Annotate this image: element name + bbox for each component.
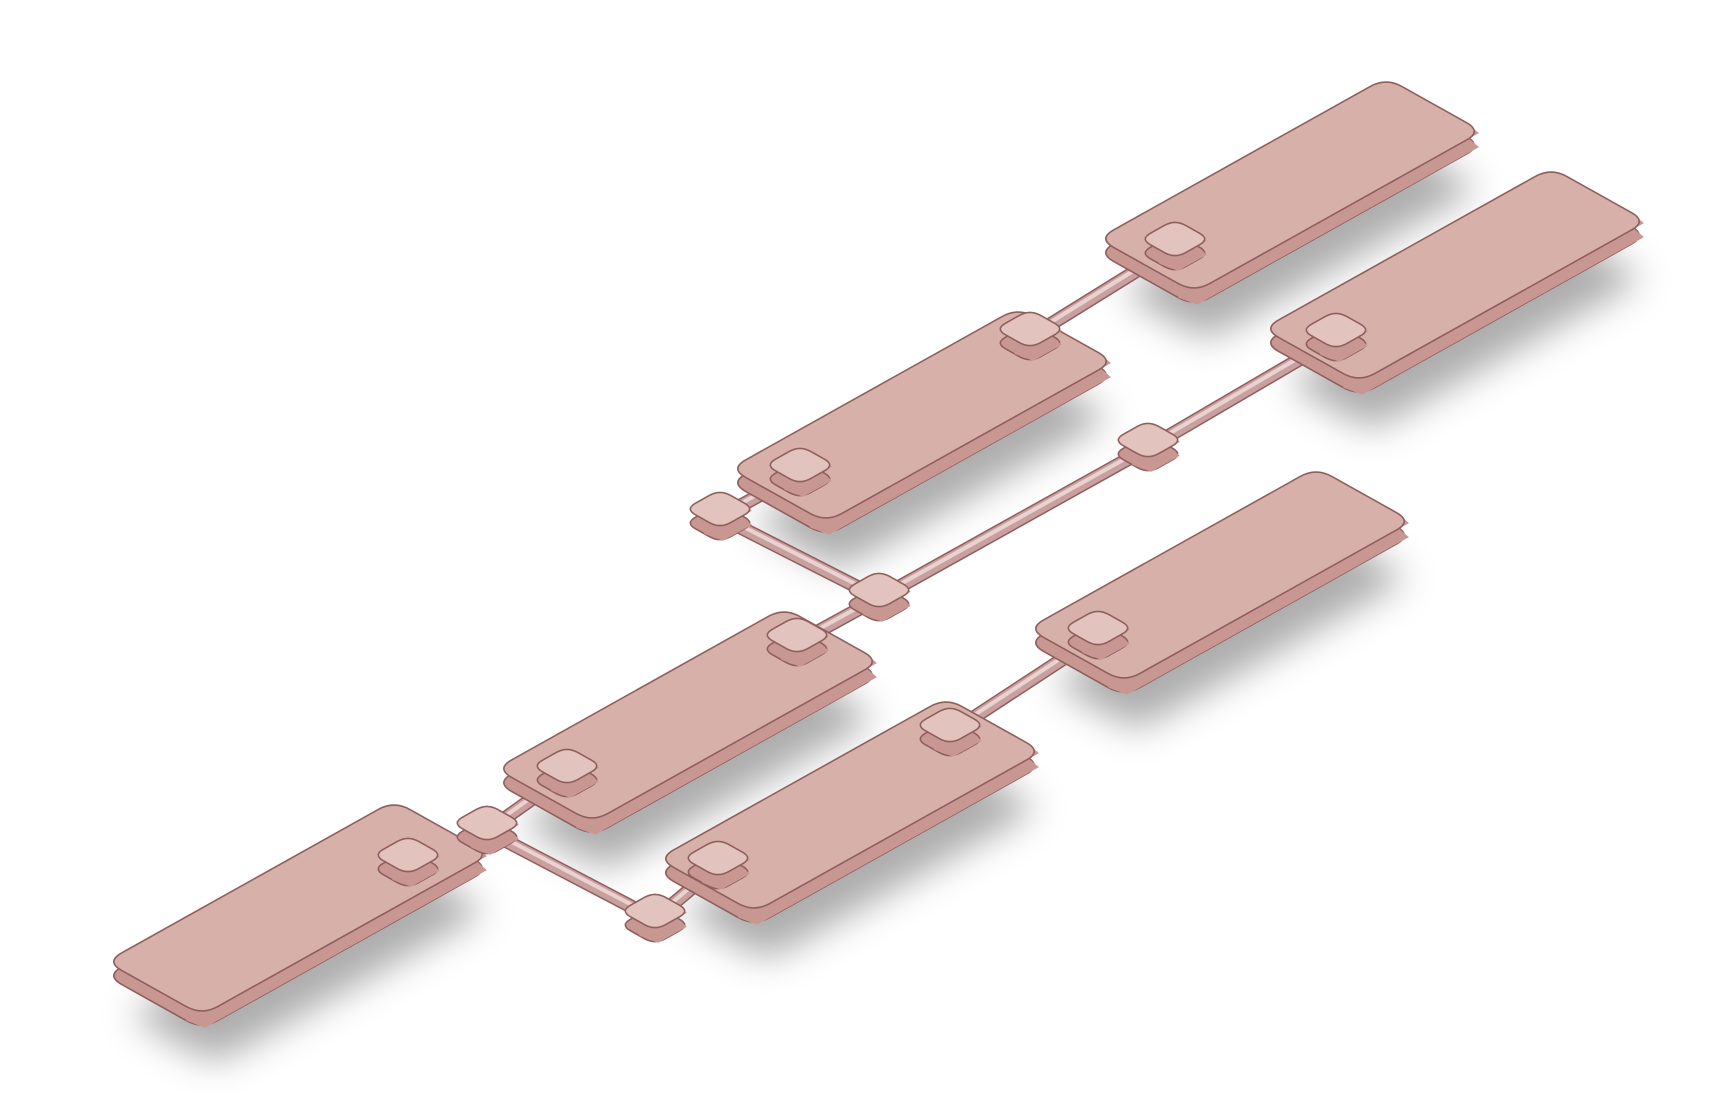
node-n2-port-0 bbox=[536, 748, 599, 798]
node-n1-port-0-top bbox=[377, 837, 439, 873]
junction-j5-top bbox=[1117, 422, 1179, 458]
junction-j2-top bbox=[624, 893, 686, 929]
node-n2-port-0-top bbox=[536, 748, 598, 784]
node-n3-port-0-top bbox=[687, 840, 749, 876]
node-n5-port-0-top bbox=[769, 447, 831, 483]
pipe-j3-j5 bbox=[872, 441, 1155, 605]
pipe-j1-j2 bbox=[480, 824, 662, 926]
junction-j4 bbox=[689, 491, 752, 541]
node-n6-port-0 bbox=[1144, 221, 1207, 271]
junction-j5 bbox=[1117, 422, 1180, 472]
node-n5-port-1-top bbox=[999, 311, 1061, 347]
junction-j2 bbox=[624, 893, 687, 943]
node-n4-port-0 bbox=[1067, 610, 1130, 660]
junction-j3 bbox=[848, 572, 911, 622]
node-n1-port-0 bbox=[377, 837, 440, 887]
node-n5-port-0 bbox=[769, 447, 832, 497]
node-n7-port-0-top bbox=[1305, 312, 1367, 348]
node-n5-port-1 bbox=[999, 311, 1062, 361]
junction-j1-top bbox=[456, 805, 518, 841]
junction-j4-top bbox=[689, 491, 751, 527]
pipe-j1-j2-stroke-2 bbox=[485, 827, 657, 919]
node-n2-port-1 bbox=[766, 617, 829, 667]
node-n7-port-0 bbox=[1305, 312, 1368, 362]
node-n3-port-0 bbox=[687, 840, 750, 890]
junction-j1 bbox=[456, 805, 519, 855]
node-n4-port-0-top bbox=[1067, 610, 1129, 646]
junction-layer bbox=[456, 422, 1180, 943]
node-n2-port-1-top bbox=[766, 617, 828, 653]
node-n6-port-0-top bbox=[1144, 221, 1206, 257]
pipe-j3-j5-stroke-2 bbox=[877, 444, 1150, 598]
node-n3-port-1 bbox=[919, 707, 982, 757]
junction-j3-top bbox=[848, 572, 910, 608]
node-n3-port-1-top bbox=[919, 707, 981, 743]
node-layer bbox=[113, 81, 1644, 1028]
